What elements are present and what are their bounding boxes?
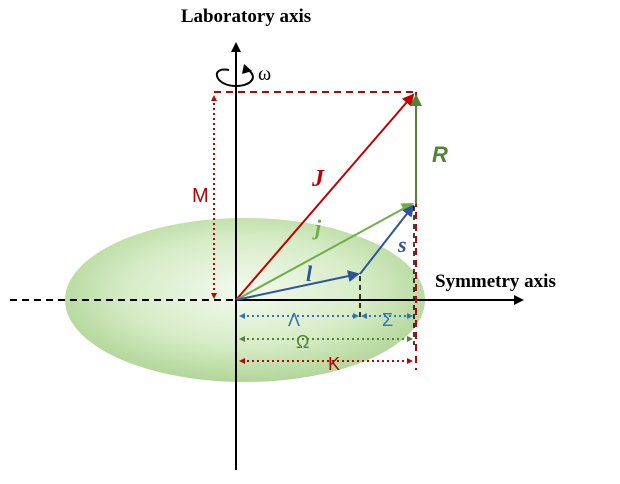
s-vector bbox=[359, 204, 415, 275]
rotation-arrow-icon bbox=[216, 68, 254, 88]
symmetry-axis-label: Symmetry axis bbox=[435, 271, 556, 292]
j-vector bbox=[235, 203, 414, 301]
R-label: R bbox=[432, 142, 448, 167]
M-label: M bbox=[192, 185, 209, 207]
laboratory-axis-label: Laboratory axis bbox=[181, 6, 311, 27]
J-label: J bbox=[311, 166, 325, 192]
l-label: l bbox=[306, 261, 313, 286]
Lambda-label: Λ bbox=[288, 310, 300, 330]
J-vector bbox=[235, 93, 415, 301]
Sigma-label: Σ bbox=[382, 310, 393, 330]
s-label: s bbox=[397, 232, 407, 257]
l-vector bbox=[235, 270, 360, 301]
omega-rotation-label: ω bbox=[258, 63, 271, 85]
K-label: K bbox=[328, 354, 340, 374]
j-label: j bbox=[312, 215, 322, 240]
Omega-label: Ω bbox=[296, 332, 309, 352]
